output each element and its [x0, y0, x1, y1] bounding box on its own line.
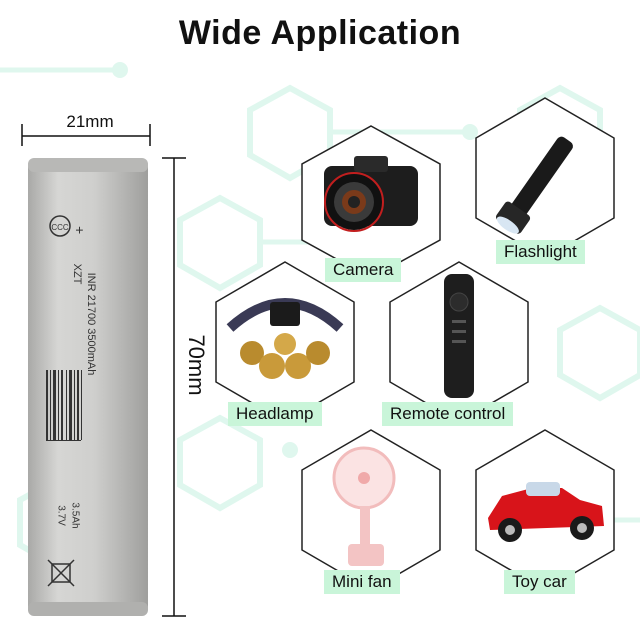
mini-fan-icon [332, 446, 396, 566]
camera-icon [324, 156, 418, 232]
flashlight-label: Flashlight [496, 240, 585, 264]
flashlight-icon [496, 136, 573, 234]
mini-fan-label: Mini fan [324, 570, 400, 594]
ccc-mark-icon: CCC + [49, 215, 88, 237]
headlamp-icon [226, 298, 344, 379]
svg-text:+: + [72, 226, 88, 234]
svg-text:CCC: CCC [51, 223, 69, 232]
toy-car-icon [488, 482, 604, 542]
battery-capacity-text: 3.5Ah [69, 502, 81, 529]
remote-control-label: Remote control [382, 402, 514, 426]
camera-label: Camera [325, 258, 402, 282]
barcode [46, 370, 82, 441]
headlamp-card [215, 261, 355, 423]
camera-card [301, 125, 441, 279]
mini-fan-card [301, 429, 441, 591]
page-title: Wide Application [178, 14, 462, 52]
flashlight-card [475, 97, 615, 259]
recycle-bin-mark-icon [47, 559, 75, 587]
battery-width-label: 21mm [66, 112, 114, 131]
battery-voltage-text: 3.7V [55, 505, 67, 526]
battery-brand-text: XZT [71, 263, 83, 285]
remote-control-card [389, 261, 529, 423]
toy-car-label: Toy car [504, 570, 575, 594]
headlamp-label: Headlamp [228, 402, 322, 426]
battery-model-text: INR 21700 3500mAh [85, 272, 97, 376]
remote-control-icon [444, 274, 474, 398]
